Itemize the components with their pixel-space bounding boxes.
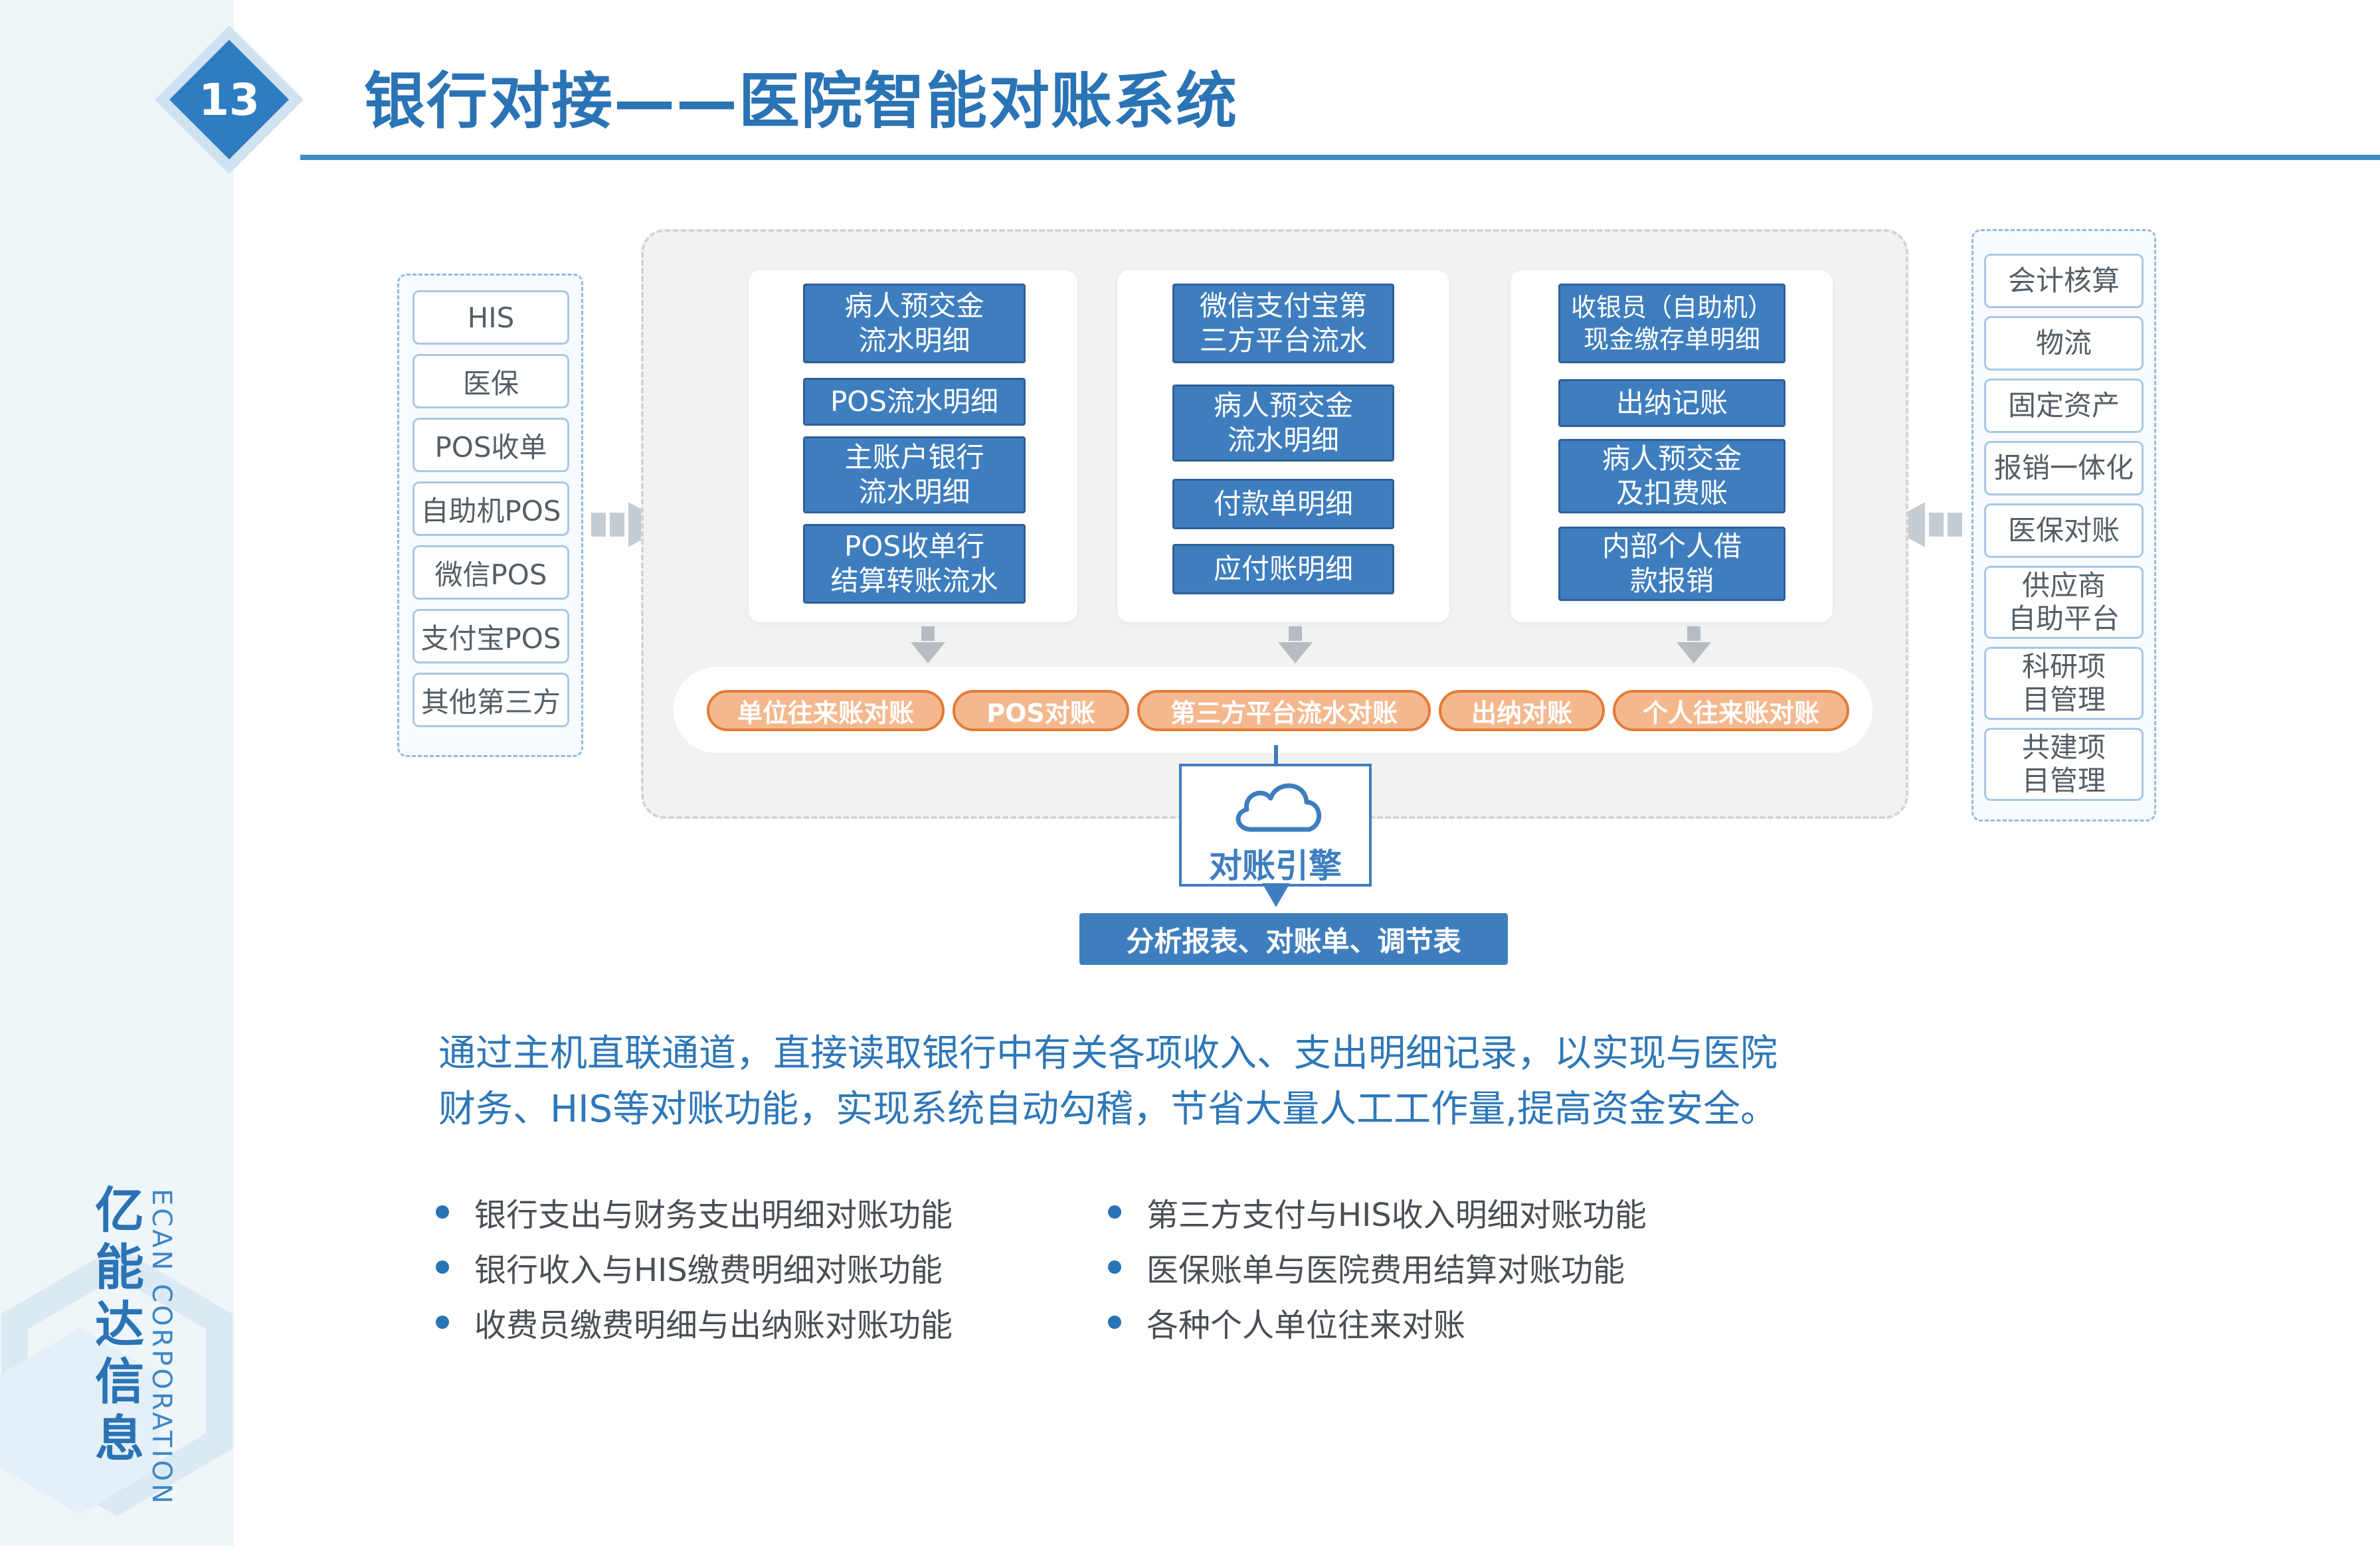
feature-text: 银行收入与HIS缴费明细对账功能 (474, 1252, 943, 1289)
bullet-icon (436, 1205, 449, 1219)
feature-text: 医保账单与医院费用结算对账功能 (1146, 1252, 1625, 1289)
data-item: 付款单明细 (1172, 479, 1394, 529)
feature-item: 银行收入与HIS缴费明细对账功能 (436, 1244, 943, 1290)
brand-char: 能 (95, 1239, 144, 1296)
source-item: 支付宝POS (412, 609, 569, 663)
source-systems-panel: HIS 医保 POS收单 自助机POS 微信POS 支付宝POS 其他第三方 (397, 274, 583, 757)
feature-item: 医保账单与医院费用结算对账功能 (1108, 1244, 1625, 1290)
page-title: 银行对接——医院智能对账系统 (364, 66, 1239, 137)
brand-char: 亿 (95, 1182, 144, 1239)
target-item: 供应商 自助平台 (1984, 566, 2144, 639)
brand-char: 信 (95, 1353, 144, 1411)
cloud-icon (1236, 783, 1322, 832)
feature-text: 各种个人单位往来对账 (1146, 1307, 1466, 1344)
target-item: 会计核算 (1984, 254, 2144, 308)
bullet-icon (1108, 1205, 1121, 1219)
recon-pill: 单位往来账对账 (707, 690, 945, 731)
feature-item: 收费员缴费明细与出纳账对账功能 (436, 1299, 953, 1345)
data-column-2: 微信支付宝第 三方平台流水 病人预交金 流水明细 付款单明细 应付账明细 (1117, 270, 1449, 622)
reconciliation-engine: 对账引擎 (1179, 764, 1372, 887)
page-number-badge: 13 (149, 20, 309, 179)
brand-char: 达 (95, 1296, 144, 1353)
recon-pill: 个人往来账对账 (1613, 690, 1849, 731)
target-item: 科研项 目管理 (1984, 647, 2144, 720)
target-item: 物流 (1984, 316, 2144, 371)
recon-pill: 出纳对账 (1439, 690, 1605, 731)
down-triangle-icon (1262, 883, 1290, 907)
target-systems-panel: 会计核算 物流 固定资产 报销一体化 医保对账 供应商 自助平台 科研项 目管理… (1971, 229, 2156, 821)
reconciliation-types-bar: 单位往来账对账 POS对账 第三方平台流水对账 出纳对账 个人往来账对账 (674, 667, 1873, 753)
source-item: 其他第三方 (412, 673, 569, 727)
data-item: 病人预交金 流水明细 (803, 284, 1026, 363)
left-sidebar (0, 0, 234, 1546)
diamond-badge-icon (155, 25, 304, 174)
engine-connector (1274, 745, 1278, 765)
recon-pill: POS对账 (953, 690, 1129, 731)
bullet-icon (436, 1260, 449, 1274)
description-line: 财务、HIS等对账功能，实现系统自动勾稽，节省大量人工工作量,提高资金安全。 (438, 1088, 1778, 1131)
description-text: 通过主机直联通道，直接读取银行中有关各项收入、支出明细记录，以实现与医院 财务、… (438, 1026, 1966, 1138)
data-item: 出纳记账 (1558, 379, 1785, 427)
data-item: 收银员（自助机） 现金缴存单明细 (1558, 284, 1785, 363)
feature-text: 银行支出与财务支出明细对账功能 (474, 1197, 953, 1234)
data-item: POS流水明细 (803, 378, 1026, 426)
target-item: 报销一体化 (1984, 441, 2144, 495)
report-output-bar: 分析报表、对账单、调节表 (1079, 913, 1508, 965)
target-item: 共建项 目管理 (1984, 728, 2144, 801)
feature-item: 第三方支付与HIS收入明细对账功能 (1108, 1189, 1647, 1235)
target-item: 医保对账 (1984, 503, 2144, 558)
feature-text: 收费员缴费明细与出纳账对账功能 (474, 1307, 953, 1344)
data-item: 病人预交金 流水明细 (1172, 385, 1394, 462)
brand-logo-en: ECAN CORPORATION (146, 1189, 177, 1507)
data-item: 应付账明细 (1172, 544, 1394, 594)
down-arrow-icon (1677, 626, 1711, 663)
sidebar-hexagon-decoration (0, 1246, 232, 1517)
recon-pill: 第三方平台流水对账 (1137, 690, 1431, 731)
down-arrow-icon (911, 626, 945, 663)
source-item: HIS (412, 290, 569, 345)
source-item: 自助机POS (412, 481, 569, 536)
page-number: 13 (199, 74, 260, 126)
feature-item: 银行支出与财务支出明细对账功能 (436, 1189, 953, 1235)
down-arrow-icon (1278, 626, 1313, 663)
data-column-3: 收银员（自助机） 现金缴存单明细 出纳记账 病人预交金 及扣费账 内部个人借 款… (1510, 270, 1833, 622)
bullet-icon (1108, 1316, 1121, 1329)
brand-char: 息 (95, 1411, 144, 1468)
engine-label: 对账引擎 (1209, 847, 1342, 885)
brand-logo-cn: 亿 能 达 信 息 (93, 1182, 146, 1468)
source-item: 医保 (412, 354, 569, 408)
data-column-1: 病人预交金 流水明细 POS流水明细 主账户银行 流水明细 POS收单行 结算转… (749, 270, 1077, 622)
title-divider (300, 155, 2380, 160)
source-item: 微信POS (412, 545, 569, 600)
data-item: 微信支付宝第 三方平台流水 (1172, 284, 1394, 363)
data-item: 主账户银行 流水明细 (803, 436, 1026, 513)
source-item: POS收单 (412, 418, 569, 472)
data-item: POS收单行 结算转账流水 (803, 524, 1026, 604)
feature-item: 各种个人单位往来对账 (1108, 1299, 1465, 1345)
data-item: 内部个人借 款报销 (1558, 527, 1785, 601)
feature-text: 第三方支付与HIS收入明细对账功能 (1146, 1197, 1647, 1234)
target-item: 固定资产 (1984, 379, 2144, 433)
reconciliation-data-panel: 病人预交金 流水明细 POS流水明细 主账户银行 流水明细 POS收单行 结算转… (641, 229, 1908, 819)
bullet-icon (1108, 1260, 1121, 1274)
data-item: 病人预交金 及扣费账 (1558, 439, 1785, 513)
description-line: 通过主机直联通道，直接读取银行中有关各项收入、支出明细记录，以实现与医院 (438, 1032, 1778, 1075)
bullet-icon (436, 1316, 449, 1329)
